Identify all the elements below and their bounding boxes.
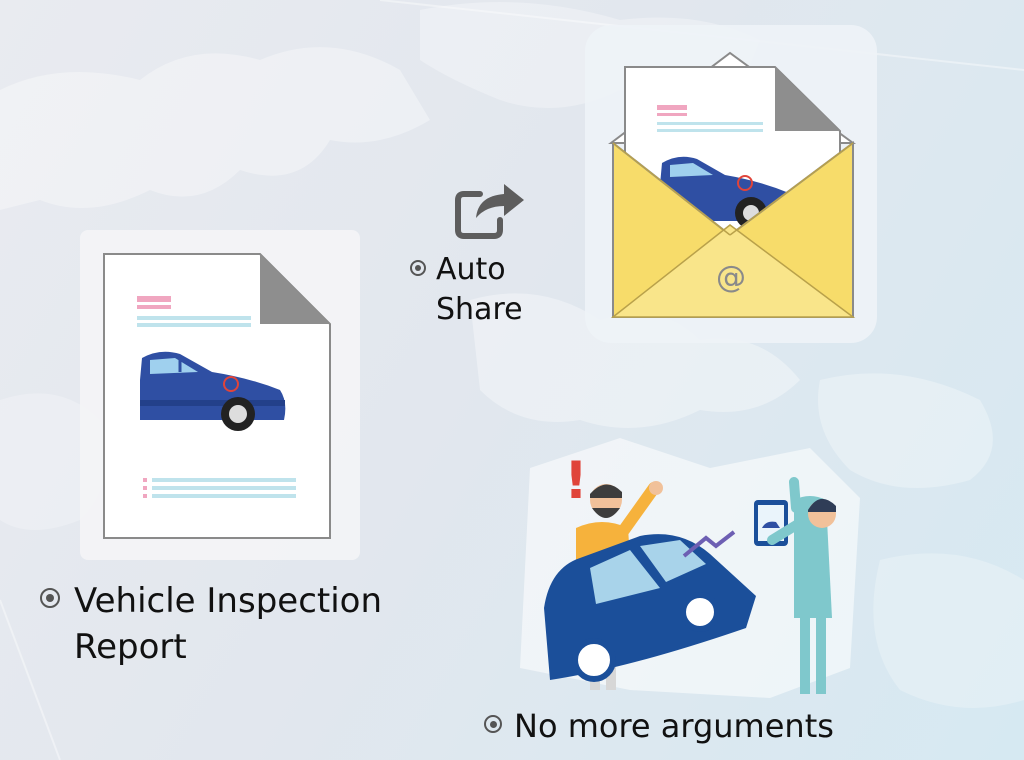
no-arguments-illustration: ! <box>520 438 860 698</box>
auto-share-line-2: Share <box>436 292 523 327</box>
share-icon <box>455 184 524 239</box>
caption-line-2: Report <box>74 627 187 667</box>
vehicle-inspection-report-caption: Vehicle Inspection Report <box>40 578 382 670</box>
report-car-icon <box>140 351 286 431</box>
no-more-arguments-caption: No more arguments <box>484 706 834 746</box>
bullet-icon <box>410 260 426 276</box>
inspector-figure <box>754 477 836 694</box>
auto-share-line-1: Auto <box>436 252 506 287</box>
inspection-report-illustration <box>80 230 360 560</box>
auto-share-caption: Auto Share <box>410 250 523 330</box>
bullet-icon <box>40 588 60 608</box>
bullet-icon <box>484 715 502 733</box>
no-more-arguments-text: No more arguments <box>514 707 834 745</box>
at-symbol: @ <box>716 260 746 295</box>
alert-icon: ! <box>564 451 588 511</box>
damaged-car-icon <box>544 530 756 682</box>
email-envelope-illustration: @ <box>585 25 877 343</box>
caption-line-1: Vehicle Inspection <box>74 581 383 621</box>
